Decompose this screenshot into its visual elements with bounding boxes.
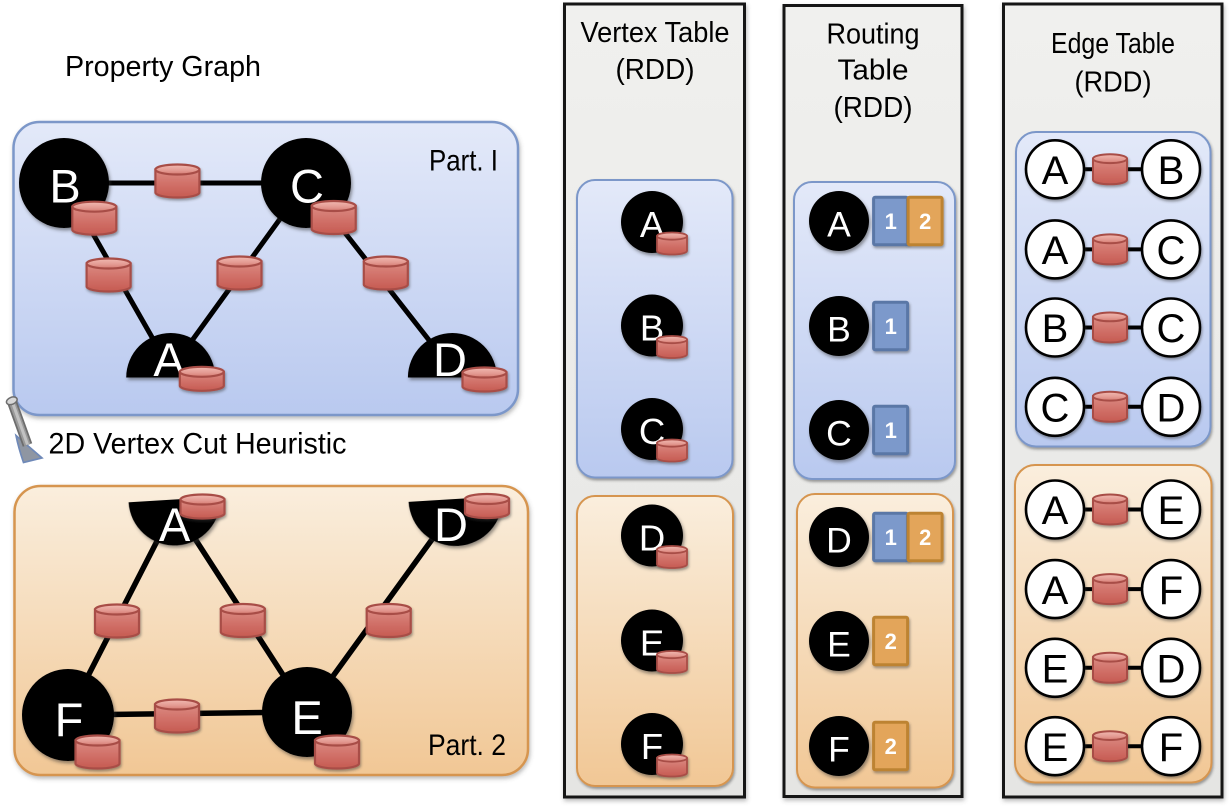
svg-text:Edge Table: Edge Table	[1051, 28, 1175, 60]
svg-text:Part. 2: Part. 2	[428, 729, 506, 762]
svg-text:B: B	[827, 309, 851, 349]
svg-text:E: E	[1158, 489, 1185, 533]
svg-text:E: E	[827, 624, 851, 664]
svg-text:2: 2	[885, 629, 897, 654]
svg-text:D: D	[1157, 387, 1186, 431]
svg-text:2D Vertex Cut Heuristic: 2D Vertex Cut Heuristic	[49, 428, 347, 461]
svg-text:D: D	[433, 333, 467, 386]
svg-text:(RDD): (RDD)	[616, 54, 695, 86]
svg-text:D: D	[434, 498, 468, 551]
svg-text:C: C	[1157, 307, 1186, 351]
svg-text:E: E	[1042, 726, 1069, 770]
svg-text:A: A	[1042, 489, 1069, 533]
svg-text:Part. I: Part. I	[429, 145, 498, 178]
svg-text:F: F	[828, 729, 850, 769]
svg-text:(RDD): (RDD)	[834, 92, 913, 124]
svg-text:E: E	[291, 691, 322, 744]
svg-text:(RDD): (RDD)	[1075, 67, 1152, 99]
svg-text:B: B	[1158, 149, 1185, 193]
svg-text:F: F	[1159, 569, 1183, 613]
svg-text:D: D	[826, 520, 852, 560]
svg-text:D: D	[1157, 648, 1186, 692]
svg-text:2: 2	[919, 209, 931, 234]
svg-text:2: 2	[885, 734, 897, 759]
svg-text:E: E	[1042, 648, 1069, 692]
svg-text:F: F	[1159, 726, 1183, 770]
svg-text:Vertex Table: Vertex Table	[581, 17, 730, 49]
svg-text:A: A	[1042, 149, 1069, 193]
svg-text:C: C	[1041, 387, 1070, 431]
svg-text:A: A	[1042, 229, 1069, 273]
svg-text:1: 1	[885, 209, 897, 234]
svg-text:2: 2	[919, 525, 931, 550]
svg-text:C: C	[826, 413, 852, 453]
svg-text:C: C	[1157, 229, 1186, 273]
svg-text:1: 1	[885, 525, 897, 550]
svg-text:A: A	[1042, 569, 1069, 613]
svg-text:Table: Table	[838, 55, 909, 87]
svg-text:B: B	[1042, 307, 1069, 351]
svg-text:A: A	[827, 204, 851, 244]
svg-text:Routing: Routing	[827, 19, 920, 51]
svg-text:1: 1	[885, 314, 897, 339]
svg-text:Property Graph: Property Graph	[65, 51, 261, 83]
svg-text:1: 1	[885, 418, 897, 443]
